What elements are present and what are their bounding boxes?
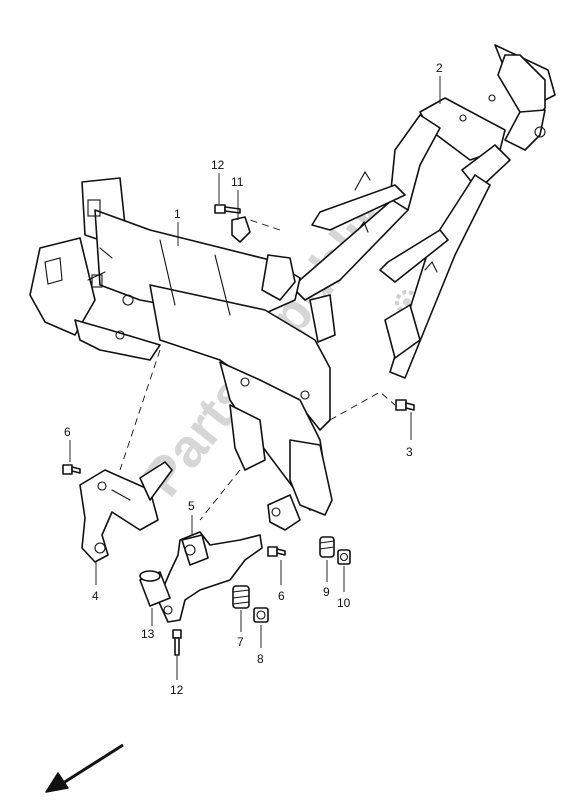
callout-4: 4 bbox=[92, 589, 99, 603]
footrest-bracket-right bbox=[157, 531, 263, 623]
spring-7 bbox=[232, 585, 250, 609]
callout-7: 7 bbox=[237, 635, 244, 649]
callout-1: 1 bbox=[174, 207, 181, 221]
callout-10: 10 bbox=[337, 596, 351, 610]
bolt-12-bottom bbox=[172, 629, 182, 656]
seat-rail-subframe bbox=[294, 44, 556, 379]
callout-12-top: 12 bbox=[211, 158, 225, 172]
callout-13: 13 bbox=[141, 627, 155, 641]
callout-9: 9 bbox=[323, 585, 330, 599]
nut-8 bbox=[253, 607, 269, 623]
callout-6-left: 6 bbox=[64, 425, 71, 439]
leader-lines bbox=[69, 76, 441, 680]
nut-10 bbox=[337, 549, 351, 565]
bolt-6-left bbox=[62, 464, 81, 475]
callout-11: 11 bbox=[231, 175, 244, 189]
callout-12-bottom: 12 bbox=[170, 683, 184, 697]
callout-2: 2 bbox=[436, 61, 443, 75]
callout-8: 8 bbox=[257, 652, 264, 666]
assembly-lines bbox=[119, 219, 396, 521]
footrest-bracket-left bbox=[79, 461, 173, 563]
spacer-13 bbox=[139, 570, 171, 607]
main-frame bbox=[29, 177, 336, 531]
callout-6-right: 6 bbox=[278, 589, 285, 603]
spring-9 bbox=[319, 536, 335, 558]
bolt-3 bbox=[395, 399, 415, 411]
callout-5: 5 bbox=[188, 499, 195, 513]
bolt-6-right bbox=[267, 546, 286, 557]
bolt-12-top bbox=[214, 204, 241, 214]
callouts: 1 2 3 4 5 6 6 7 8 9 10 11 12 12 13 bbox=[64, 61, 443, 697]
callout-3: 3 bbox=[406, 445, 413, 459]
collar-11 bbox=[231, 216, 251, 243]
front-direction-arrow-icon bbox=[45, 743, 124, 793]
